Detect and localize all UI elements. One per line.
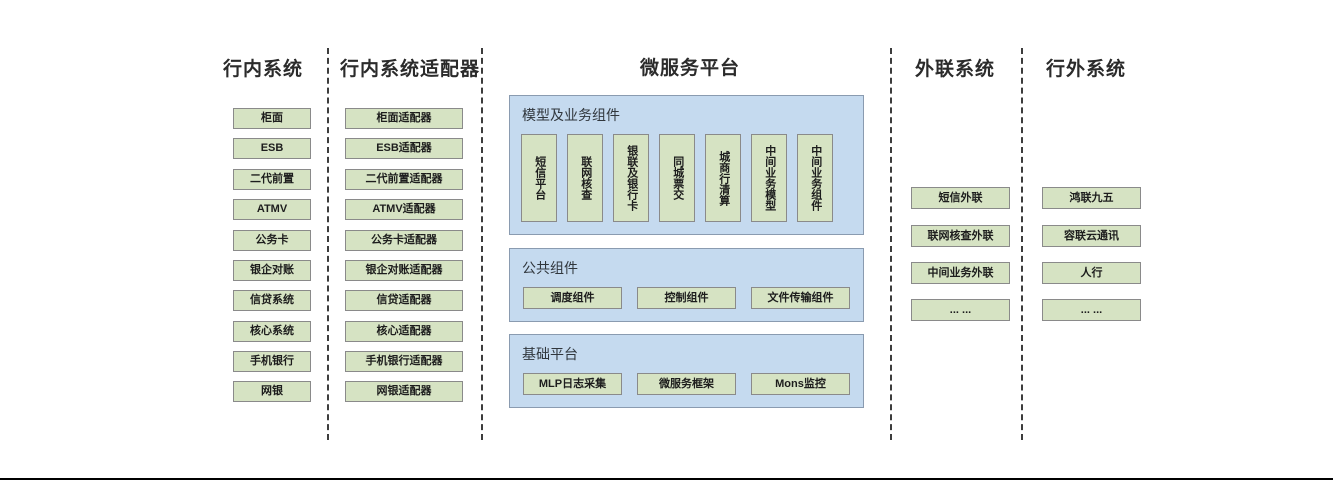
- node-adapter-9[interactable]: 手机银行适配器: [345, 351, 463, 372]
- node-model-7-label: 中间业务组件: [809, 145, 822, 211]
- column-divider-2: [481, 48, 483, 440]
- node-inbank-5[interactable]: 公务卡: [233, 230, 311, 251]
- node-model-4-label: 同城票交: [671, 156, 684, 200]
- node-base-1[interactable]: MLP日志采集: [523, 373, 622, 395]
- node-inbank-9[interactable]: 手机银行: [233, 351, 311, 372]
- node-inbank-2[interactable]: ESB: [233, 138, 311, 159]
- node-adapter-8[interactable]: 核心适配器: [345, 321, 463, 342]
- node-model-3[interactable]: 银联及银行卡: [613, 134, 649, 222]
- node-inbank-1[interactable]: 柜面: [233, 108, 311, 129]
- node-outbank-1[interactable]: 鸿联九五: [1042, 187, 1141, 209]
- node-inbank-10[interactable]: 网银: [233, 381, 311, 402]
- node-inbank-6[interactable]: 银企对账: [233, 260, 311, 281]
- node-model-1[interactable]: 短信平台: [521, 134, 557, 222]
- column-title-outbank-systems: 行外系统: [1045, 59, 1126, 80]
- column-title-inbank-adapters: 行内系统适配器: [340, 59, 481, 80]
- column-divider-4: [1021, 48, 1023, 440]
- panel-title-base-platform: 基础平台: [522, 346, 578, 362]
- node-public-2[interactable]: 控制组件: [637, 287, 736, 309]
- node-outbank-3[interactable]: 人行: [1042, 262, 1141, 284]
- node-external-2[interactable]: 联网核查外联: [911, 225, 1010, 247]
- node-external-1[interactable]: 短信外联: [911, 187, 1010, 209]
- node-external-4[interactable]: ... ...: [911, 299, 1010, 321]
- page-bottom-rule: [0, 478, 1333, 480]
- panel-title-model-business-components: 模型及业务组件: [522, 107, 620, 123]
- node-model-2[interactable]: 联网核查: [567, 134, 603, 222]
- node-adapter-5[interactable]: 公务卡适配器: [345, 230, 463, 251]
- panel-public-components: 公共组件: [509, 248, 864, 322]
- column-divider-1: [327, 48, 329, 440]
- column-divider-3: [890, 48, 892, 440]
- node-adapter-4[interactable]: ATMV适配器: [345, 199, 463, 220]
- node-model-2-label: 联网核查: [579, 156, 592, 200]
- node-inbank-4[interactable]: ATMV: [233, 199, 311, 220]
- node-base-3[interactable]: Mons监控: [751, 373, 850, 395]
- column-title-inbank-systems: 行内系统: [222, 59, 303, 80]
- node-model-3-label: 银联及银行卡: [625, 145, 638, 211]
- node-external-3[interactable]: 中间业务外联: [911, 262, 1010, 284]
- node-model-5-label: 城商行清算: [717, 150, 730, 206]
- node-adapter-7[interactable]: 信贷适配器: [345, 290, 463, 311]
- node-model-4[interactable]: 同城票交: [659, 134, 695, 222]
- panel-base-platform: 基础平台: [509, 334, 864, 408]
- node-model-5[interactable]: 城商行清算: [705, 134, 741, 222]
- node-inbank-3[interactable]: 二代前置: [233, 169, 311, 190]
- node-adapter-1[interactable]: 柜面适配器: [345, 108, 463, 129]
- node-model-6-label: 中间业务模型: [763, 145, 776, 211]
- node-model-7[interactable]: 中间业务组件: [797, 134, 833, 222]
- node-adapter-3[interactable]: 二代前置适配器: [345, 169, 463, 190]
- node-outbank-4[interactable]: ... ...: [1042, 299, 1141, 321]
- node-adapter-10[interactable]: 网银适配器: [345, 381, 463, 402]
- node-model-6[interactable]: 中间业务模型: [751, 134, 787, 222]
- node-outbank-2[interactable]: 容联云通讯: [1042, 225, 1141, 247]
- node-inbank-8[interactable]: 核心系统: [233, 321, 311, 342]
- column-title-external-link-systems: 外联系统: [914, 59, 995, 80]
- node-inbank-7[interactable]: 信贷系统: [233, 290, 311, 311]
- node-model-1-label: 短信平台: [533, 156, 546, 200]
- column-title-microservice-platform: 微服务平台: [639, 58, 740, 79]
- node-public-1[interactable]: 调度组件: [523, 287, 622, 309]
- node-base-2[interactable]: 微服务框架: [637, 373, 736, 395]
- node-public-3[interactable]: 文件传输组件: [751, 287, 850, 309]
- node-adapter-6[interactable]: 银企对账适配器: [345, 260, 463, 281]
- node-adapter-2[interactable]: ESB适配器: [345, 138, 463, 159]
- panel-title-public-components: 公共组件: [522, 260, 578, 276]
